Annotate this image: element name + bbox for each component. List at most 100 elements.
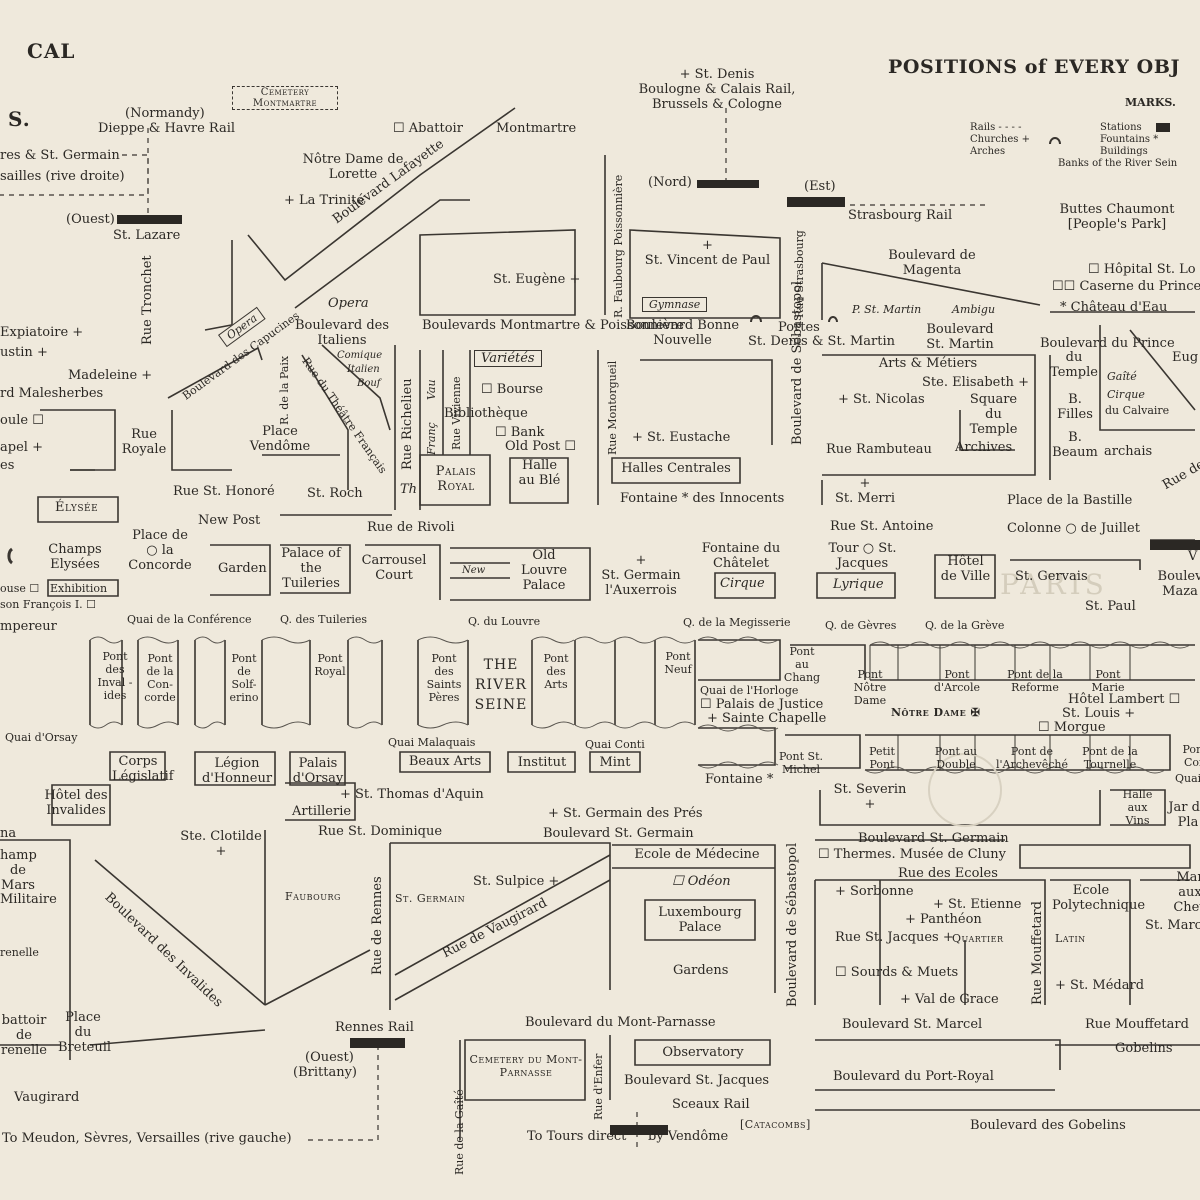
label-bd-sebastopol-north: Boulevard de Sébastopol [790,280,805,445]
label-st-vincent-de-paul: +St. Vincent de Paul [644,238,771,268]
label-old-post-text: Old Post [505,439,561,454]
label-grenelle: renelle [0,946,39,959]
label-bd-bonne-nouvelle: Boulevard Bonne Nouvelle [625,318,740,348]
label-st-severin-text: St. Severin [833,782,907,797]
label-quai: Quai [1175,772,1200,785]
label-palace-tuileries: Palace of the Tuileries [281,546,341,591]
marks-heading: MARKS. [1125,96,1176,109]
label-cemetery-mont-parnasse: Cemetery du Mont-Parnasse [469,1053,583,1079]
label-rue-enfer: Rue d'Enfer [592,1053,605,1120]
label-rue-st-dominique: Rue St. Dominique [318,824,443,839]
label-sourds-muets: ☐ Sourds & Muets [835,965,959,980]
label-jardin-plantes: Jar de Pla [1168,800,1200,830]
label-halles-centrales: Halles Centrales [621,461,731,476]
label-hotel-invalides: Hôtel des Invalides [44,788,108,818]
label-bd-mont-parnasse: Boulevard du Mont-Parnasse [525,1015,716,1030]
label-val-de-grace-text: Val de Grace [915,992,999,1007]
label-pont-st-michel: Pont St. Michel [778,750,824,776]
label-st-etienne: + St. Etienne [933,897,1022,912]
label-st-paul: St. Paul [1085,599,1136,614]
label-observatory: Observatory [662,1045,744,1060]
label-mint: Mint [599,755,631,770]
label-abattoir: ☐ Abattoir [393,121,463,136]
label-catacombs: [Catacombs] [740,1118,811,1131]
label-champ-de-mars: hamp de Mars [0,848,37,893]
label-artillerie: Artillerie [292,804,352,819]
label-sainte-chapelle-text: Sainte Chapelle [722,711,827,726]
label-rue-st-jacques-text: Rue St. Jacques [835,930,939,945]
label-sceaux-rail: Sceaux Rail [672,1097,750,1112]
label-the-river-seine: THE RIVER SEINE [474,657,528,713]
label-legion-honneur: Légion d'Honneur [201,756,273,786]
label-st-gervais: St. Gervais [1015,569,1088,584]
legend-buildings: Buildings [1100,146,1148,157]
label-pont-neuf: Pont Neuf [664,650,692,676]
label-st-louis: St. Louis + [1062,706,1136,721]
label-corps-legislatif: Corps Législatif [112,754,174,784]
label-normandy: (Normandy) [125,106,205,121]
label-caserne: ☐☐ Caserne du Prince [1052,279,1200,294]
label-quai-conti: Quai Conti [585,738,645,751]
label-st-eugene-text: St. Eugène [493,272,566,287]
label-to-meudon: To Meudon, Sèvres, Versailles (rive gauc… [2,1131,292,1146]
label-versailles-rive-droite: sailles (rive droite) [0,169,125,184]
label-ecole-medecine: Ecole de Médecine [634,847,760,862]
label-du-temple: du Temple [1050,350,1098,380]
label-fontaine-innocents: Fontaine * des Innocents [620,491,785,506]
label-st-eustache: + St. Eustache [632,430,731,445]
label-rue-de: Rue de [1160,456,1200,493]
label-r-de-la-paix: R. de la Paix [278,355,291,425]
label-palais-orsay: Palais d'Orsay [292,756,344,786]
label-pantheon: + Panthéon [905,912,982,927]
label-gardens: Gardens [673,963,729,978]
label-es: es [0,458,15,473]
label-st-vincent-text: St. Vincent de Paul [644,253,771,268]
label-marche-chevaux: Mar aux Chev [1173,870,1200,915]
label-arts-metiers: Arts & Métiers [878,356,978,371]
label-fontaine-chatelet: Fontaine du Châtelet [701,541,781,571]
label-quai-orsay: Quai d'Orsay [5,731,78,744]
label-b-beaum: B. Beaum [1052,430,1098,460]
label-sorbonne-text: Sorbonne [850,884,914,899]
label-du-calvaire: du Calvaire [1105,404,1170,417]
label-sorbonne: + Sorbonne [835,884,914,899]
label-rue-mouffetard-horizontal: Rue Mouffetard [1085,1017,1189,1032]
left-subtitle: S. [8,107,31,131]
label-r-faubourg-poissonniere: R. Faubourg Poissonnière [612,174,625,318]
label-rue-rivoli: Rue de Rivoli [367,520,455,535]
label-ste-elisabeth: Ste. Elisabeth + [922,375,1029,390]
label-cirque-1: Cirque [1107,388,1145,401]
label-bourse: ☐ Bourse [481,382,544,397]
label-st-sulpice-text: St. Sulpice [473,874,545,889]
label-caserne-text: Caserne du Prince [1079,279,1200,294]
label-boulev-maza: Boulev Maza [1157,569,1200,599]
label-varietes: Variétés [474,350,542,367]
label-elysee: Élysée [55,500,99,515]
label-quai-conference: Quai de la Conférence [127,613,252,626]
label-place-vendome: Place Vendôme [249,424,311,454]
label-rue-tronchet: Rue Tronchet [140,255,155,345]
label-pont-notre-dame: Pont Nôtre Dame [853,668,887,707]
label-buttes-chaumont: Buttes Chaumont[People's Park] [1052,202,1182,232]
label-st-eugene: St. Eugène + [493,272,581,287]
label-rue-mouffetard-vertical: Rue Mouffetard [1030,901,1045,1005]
label-st-denis-3: Brussels & Cologne [652,97,782,112]
label-st-germain-auxerrois: +St. Germain l'Auxerrois [601,553,681,598]
label-franc: Franç [425,422,438,455]
label-halle-aux-vins: Halle aux Vins [1122,788,1153,827]
label-hopital-text: Hôpital St. Lo [1103,262,1196,277]
legend-arches: Arches [970,146,1006,157]
label-st-louis-text: St. Louis [1062,706,1121,721]
label-st-sulpice: St. Sulpice + [473,874,560,889]
label-bd-gobelins: Boulevard des Gobelins [970,1118,1126,1133]
label-quartier: Quartier [952,932,1004,945]
label-st-nicolas-text: St. Nicolas [853,392,925,407]
label-rue-rambuteau: Rue Rambuteau [826,442,932,457]
label-madeleine-text: Madeleine [68,368,138,383]
label-malesherbes: rd Malesherbes [0,386,104,401]
label-opera-1: Opera [328,296,369,311]
label-old-post: Old Post ☐ [505,439,577,454]
